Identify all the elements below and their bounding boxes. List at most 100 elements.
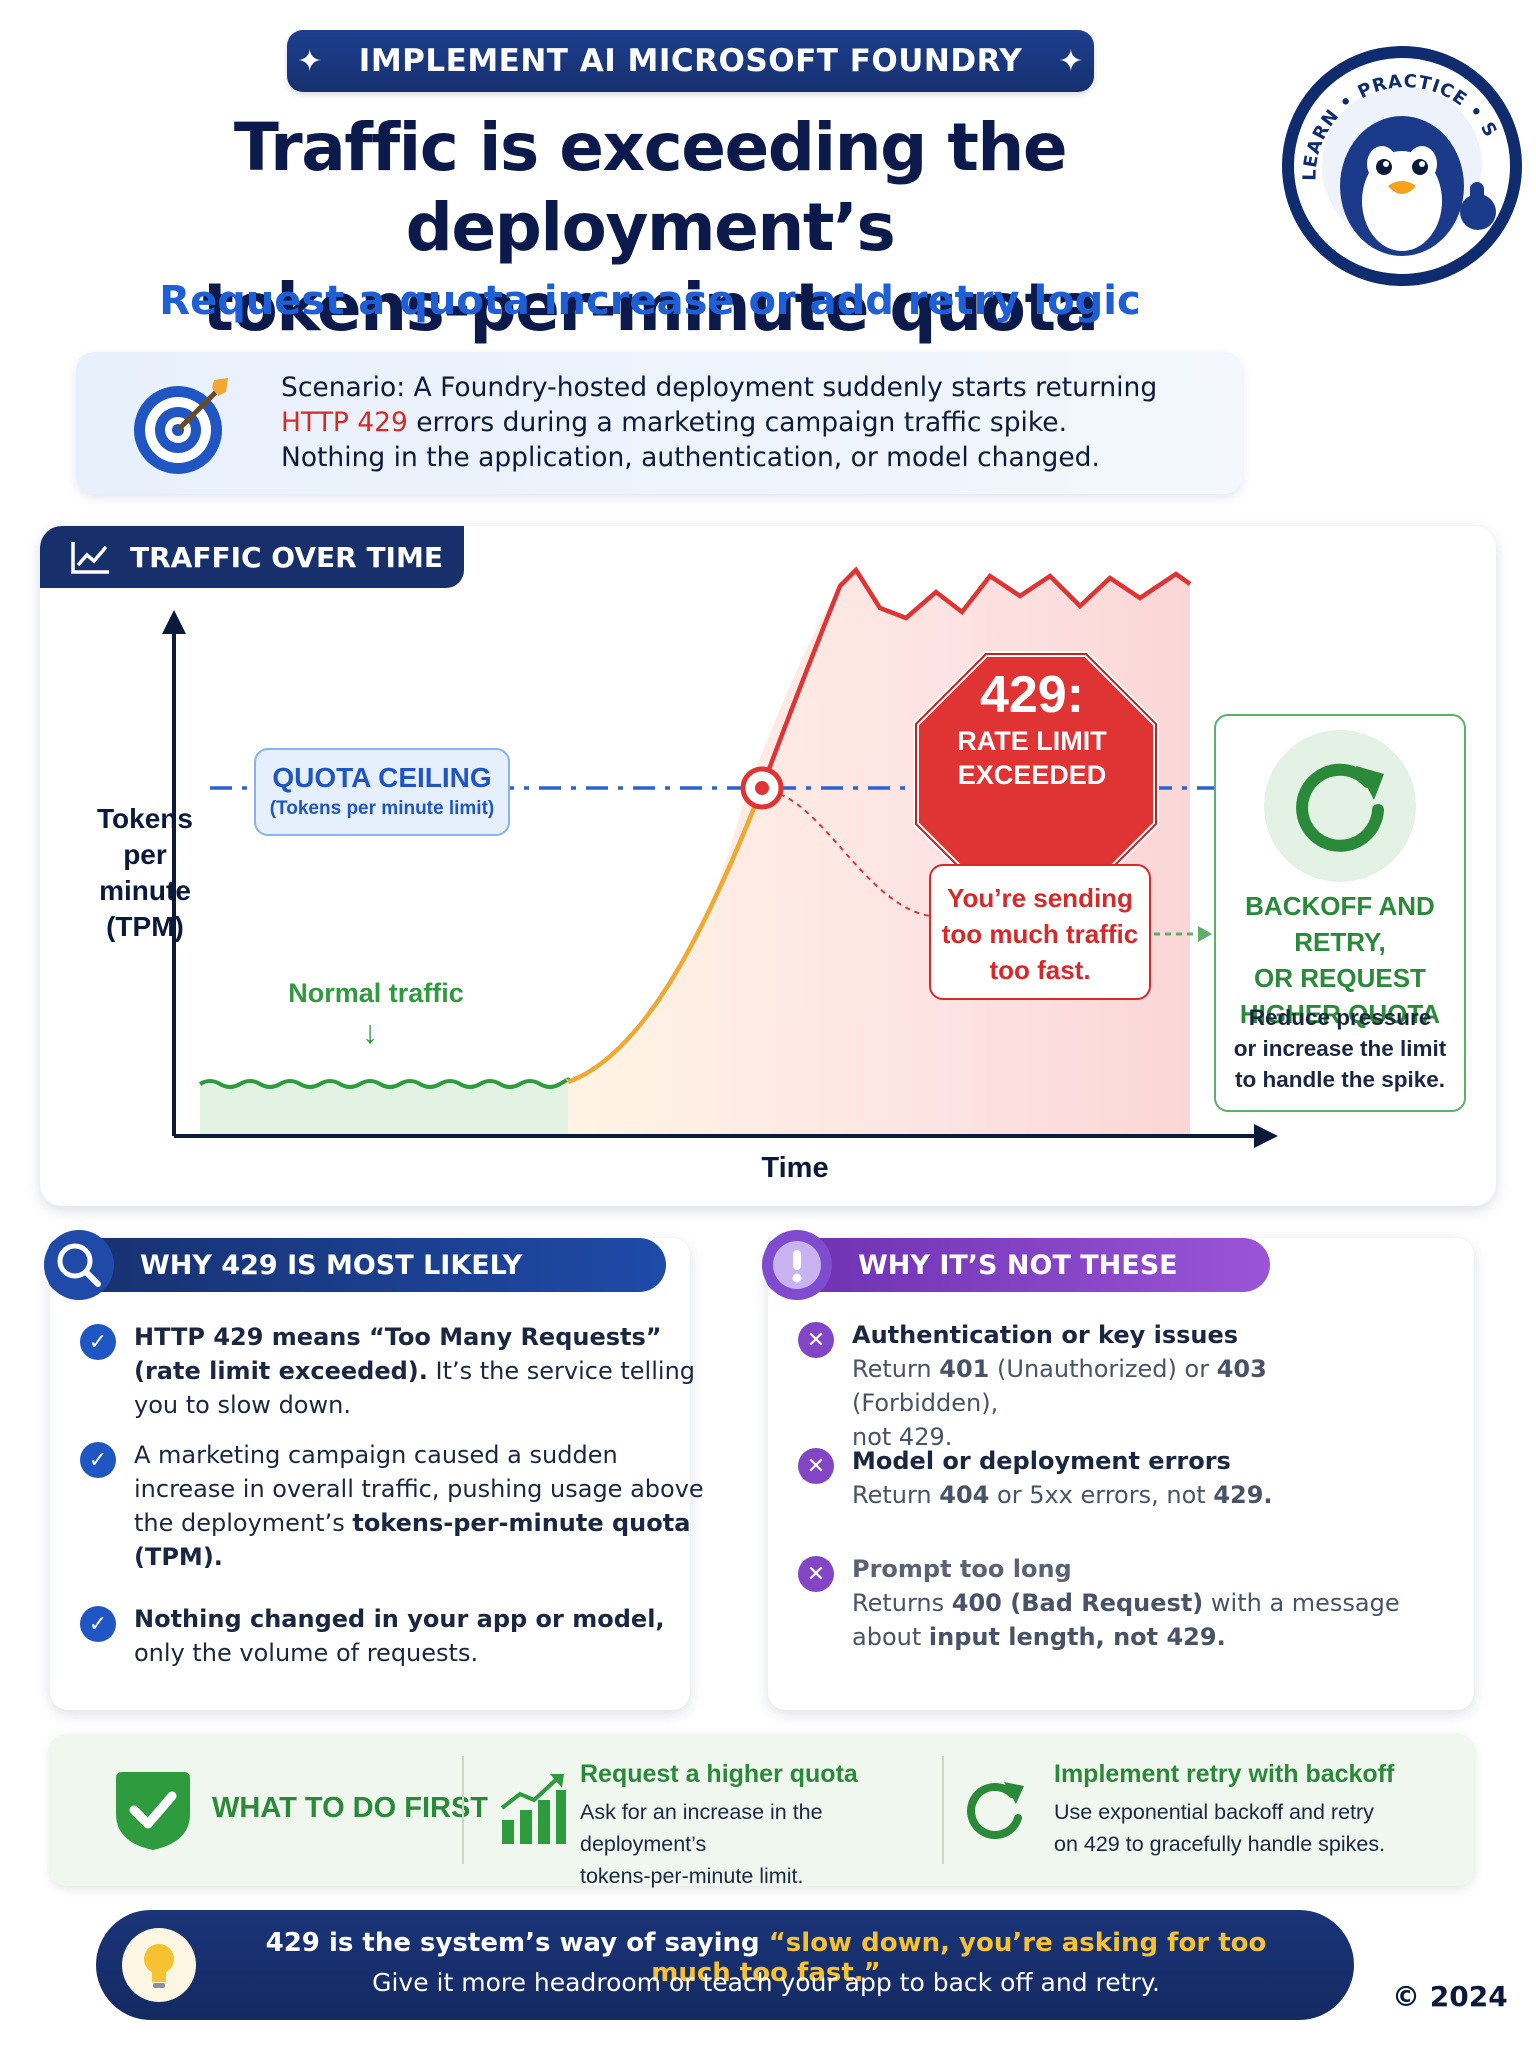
x-circle-icon: ✕	[798, 1556, 834, 1592]
takeaway-text: 429 is the system’s way of saying	[265, 1928, 769, 1958]
traffic-chart-panel: TRAFFIC OVER TIME Tokens per minute (TPM…	[40, 526, 1496, 1206]
y-axis-arrow	[162, 610, 186, 634]
step2-title: Implement retry with backoff	[1054, 1760, 1395, 1788]
divider	[462, 1756, 464, 1864]
x-circle-icon: ✕	[798, 1448, 834, 1484]
not-item-text: (Forbidden),	[852, 1389, 999, 1417]
not-item-text: Return	[852, 1481, 940, 1509]
not-item-text: (Unauthorized) or	[989, 1355, 1217, 1383]
retry-body: Reduce pressure or increase the limit to…	[1216, 1002, 1464, 1095]
likely-item-text: A marketing campaign caused a sudden inc…	[134, 1441, 704, 1537]
course-badge: ✦ IMPLEMENT AI MICROSOFT FOUNDRY ✦	[287, 30, 1094, 92]
y-axis-label-line: minute	[99, 875, 191, 906]
retry-title-line: HIGHER QUOTA	[1239, 999, 1441, 1029]
normal-traffic-label: Normal traffic	[288, 978, 464, 1008]
breach-connector	[779, 793, 931, 917]
check-icon: ✓	[80, 1442, 116, 1478]
why-not-header: WHY IT’S NOT THESE	[762, 1230, 1270, 1300]
normal-traffic-line	[198, 1077, 571, 1089]
quota-ceiling-title: QUOTA CEILING	[272, 762, 492, 793]
likely-item-bold: Nothing changed in your app or model,	[134, 1605, 665, 1633]
likely-item-text: It’s the service telling you to slow dow…	[134, 1357, 696, 1419]
scenario-line-1: Scenario: A Foundry-hosted deployment su…	[281, 372, 1158, 403]
line-chart-icon	[71, 542, 109, 574]
scenario-line-3: Nothing in the application, authenticati…	[281, 442, 1100, 473]
not-item-title: Authentication or key issues	[852, 1321, 1239, 1349]
retry-title-line: BACKOFF AND RETRY,	[1245, 891, 1435, 957]
lightbulb-icon	[122, 1928, 196, 2002]
down-arrow-icon: ↓	[362, 1014, 378, 1050]
divider	[942, 1756, 944, 1864]
chart-section-header: TRAFFIC OVER TIME	[40, 526, 464, 588]
step1-line: tokens-per-minute limit.	[580, 1864, 804, 1888]
likely-item-bold: tokens-per-minute quota (TPM).	[134, 1509, 691, 1571]
why-likely-card: WHY 429 IS MOST LIKELY ✓ HTTP 429 means …	[44, 1230, 704, 1710]
why-not-card: WHY IT’S NOT THESE ✕ Authentication or k…	[762, 1230, 1474, 1710]
exclamation-icon	[762, 1230, 832, 1300]
retry-body-line: or increase the limit	[1233, 1036, 1447, 1061]
why-not-title: WHY IT’S NOT THESE	[858, 1249, 1178, 1281]
x-axis-label: Time	[761, 1152, 829, 1184]
stop-line-1: RATE LIMIT	[957, 726, 1107, 756]
refresh-icon	[1296, 763, 1384, 852]
copyright: © 2024	[1392, 1980, 1508, 2013]
not-item-code: 403	[1216, 1355, 1267, 1383]
retry-title: BACKOFF AND RETRY, OR REQUEST HIGHER QUO…	[1216, 888, 1464, 1032]
ramp-line	[567, 787, 765, 1085]
chart-section-title: TRAFFIC OVER TIME	[130, 540, 443, 574]
stop-line-2: EXCEEDED	[957, 760, 1107, 790]
x-axis-arrow	[1254, 1124, 1278, 1148]
spike-line	[759, 566, 1192, 789]
warning-line: You’re sending	[947, 883, 1133, 913]
step2-description: Use exponential backoff and retry on 429…	[1054, 1796, 1414, 1860]
likely-item-bold: HTTP 429 means “Too Many Requests” (rate…	[134, 1323, 662, 1385]
retry-icon-circle	[1264, 730, 1416, 882]
bar-chart-growth-icon	[500, 1774, 566, 1844]
quota-ceiling-label: QUOTA CEILING (Tokens per minute limit)	[254, 748, 510, 836]
why-likely-title: WHY 429 IS MOST LIKELY	[140, 1249, 523, 1281]
step2-line: Use exponential backoff and retry	[1054, 1800, 1374, 1824]
check-icon: ✓	[80, 1324, 116, 1360]
step1-description: Ask for an increase in the deployment’s …	[580, 1796, 940, 1892]
scenario-card: Scenario: A Foundry-hosted deployment su…	[76, 352, 1242, 494]
rate-limit-stop-sign: 429: RATE LIMIT EXCEEDED	[932, 666, 1132, 792]
takeaway-banner: 429 is the system’s way of saying “slow …	[96, 1910, 1354, 2020]
scenario-line-2-rest: errors during a marketing campaign traff…	[407, 407, 1068, 438]
sparkle-icon: ✦	[297, 43, 323, 79]
check-icon: ✓	[80, 1606, 116, 1642]
not-item-text: Return	[852, 1355, 940, 1383]
title-line-1: Traffic is exceeding the deployment’s	[233, 109, 1068, 266]
takeaway-line-1: 429 is the system’s way of saying “slow …	[226, 1928, 1306, 1988]
not-item-code: 429.	[1213, 1481, 1273, 1509]
why-likely-header: WHY 429 IS MOST LIKELY	[44, 1230, 666, 1300]
http-429-highlight: HTTP 429	[281, 407, 408, 438]
not-item-text: Returns	[852, 1589, 952, 1617]
not-item-text: or 5xx errors, not	[989, 1481, 1214, 1509]
takeaway-highlight: “slow down, you’re asking for too much t…	[651, 1928, 1267, 1988]
not-item-text: , not 429.	[1095, 1623, 1226, 1651]
y-axis-label-line: Tokens	[97, 803, 193, 834]
warning-line: too much traffic	[941, 919, 1139, 949]
warning-line: too fast.	[989, 955, 1091, 985]
step1-line: Ask for an increase in the deployment’s	[580, 1800, 823, 1856]
refresh-icon	[967, 1782, 1024, 1839]
not-item-code: 404	[939, 1481, 990, 1509]
x-circle-icon: ✕	[798, 1322, 834, 1358]
sparkle-icon: ✦	[1058, 43, 1084, 79]
not-item-code: input length	[928, 1623, 1096, 1651]
backoff-retry-callout: BACKOFF AND RETRY, OR REQUEST HIGHER QUO…	[1214, 714, 1466, 1112]
quota-ceiling-subtitle: (Tokens per minute limit)	[269, 798, 495, 819]
y-axis-label-line: (TPM)	[106, 911, 184, 942]
stop-code: 429:	[979, 666, 1085, 724]
y-axis-label: Tokens per minute (TPM)	[80, 801, 210, 945]
step2-line: on 429 to gracefully handle spikes.	[1054, 1832, 1386, 1856]
mascot-seal: LEARN • PRACTICE • SUCCESS	[1278, 36, 1522, 286]
retry-title-line: OR REQUEST	[1254, 963, 1426, 993]
scenario-line-2: HTTP 429 errors during a marketing campa…	[281, 405, 1221, 440]
likely-item-text: only the volume of requests.	[134, 1639, 479, 1667]
normal-traffic-fill	[200, 1084, 568, 1136]
not-item-text: about	[852, 1623, 929, 1651]
not-item-title: Prompt too long	[852, 1555, 1072, 1583]
target-icon	[134, 378, 228, 474]
not-item-text: with a message	[1203, 1589, 1400, 1617]
